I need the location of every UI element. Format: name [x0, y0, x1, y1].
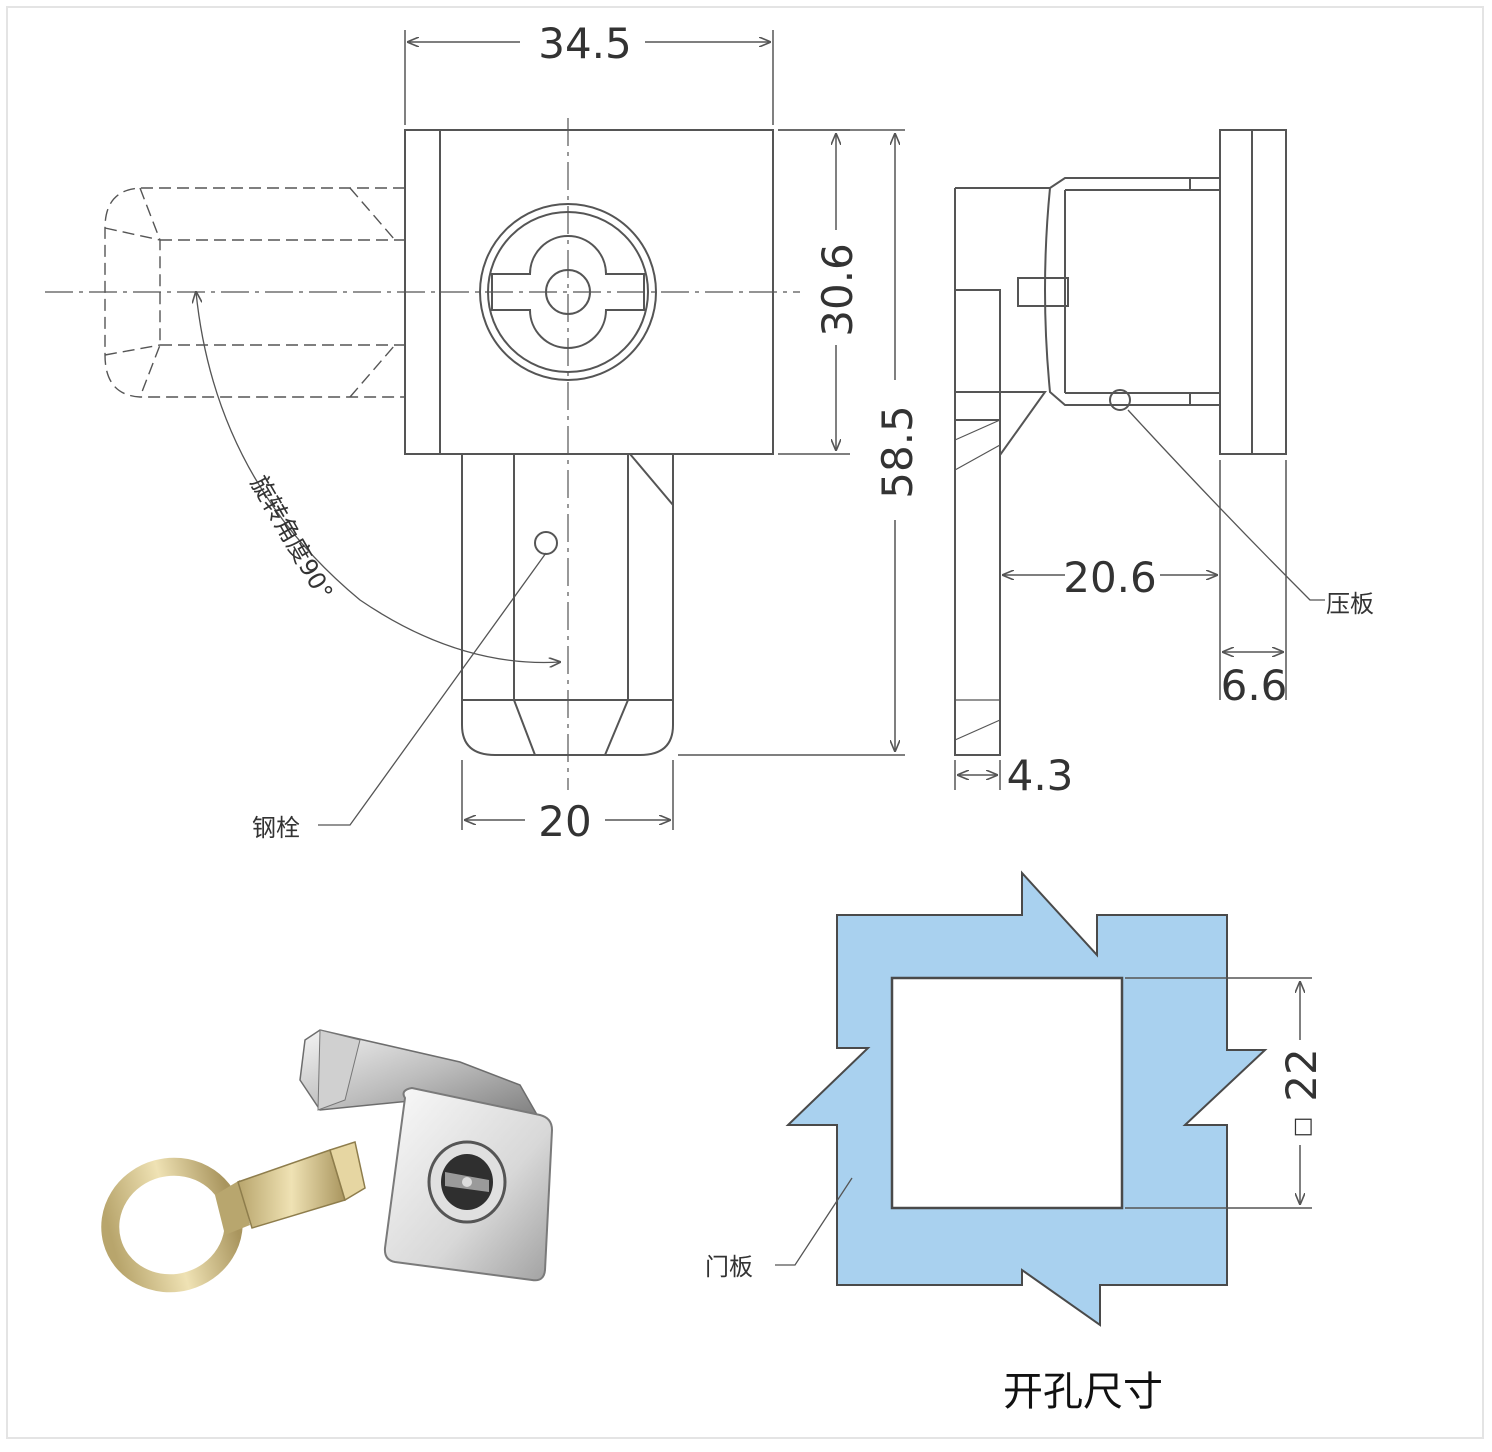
steel-pin-hole: [534, 531, 558, 555]
dim-body-width: 34.5: [538, 19, 632, 68]
steel-pin-leader: [318, 552, 547, 826]
tongue-side: [954, 391, 1047, 756]
dim-tongue-thickness: 4.3: [1007, 751, 1074, 800]
cutout-square-symbol: □: [1290, 1117, 1315, 1138]
pressure-plate-leader: [1127, 409, 1325, 601]
cutout-square: [890, 976, 1124, 1210]
dim-plate-thickness: 6.6: [1221, 661, 1288, 710]
cutout-diagram: [775, 870, 1312, 1327]
dim-tongue-width: 20: [538, 797, 591, 846]
cutout-title: 开孔尺寸: [1003, 1369, 1163, 1415]
dim-cutout-size: 22: [1277, 1048, 1326, 1101]
product-photo: [101, 1029, 554, 1293]
side-view: [954, 129, 1287, 756]
plate-screw: [1109, 389, 1131, 411]
door-panel-leader: [775, 1177, 853, 1266]
dim-side-depth: 20.6: [1063, 553, 1157, 602]
door-panel-label: 门板: [705, 1253, 753, 1281]
front-dimensions: [196, 30, 905, 830]
rotation-arc: [196, 292, 560, 662]
side-dimensions: [954, 409, 1325, 790]
front-view: [45, 118, 800, 790]
key-icon: [101, 1141, 366, 1293]
rotation-angle-label: 旋转角度90°: [245, 471, 339, 605]
steel-pin-label: 钢栓: [252, 814, 300, 842]
dim-body-height: 30.6: [813, 243, 862, 337]
dim-total-height: 58.5: [873, 405, 922, 499]
latch-stub: [1017, 277, 1069, 307]
pressure-plate-label: 压板: [1326, 590, 1374, 618]
